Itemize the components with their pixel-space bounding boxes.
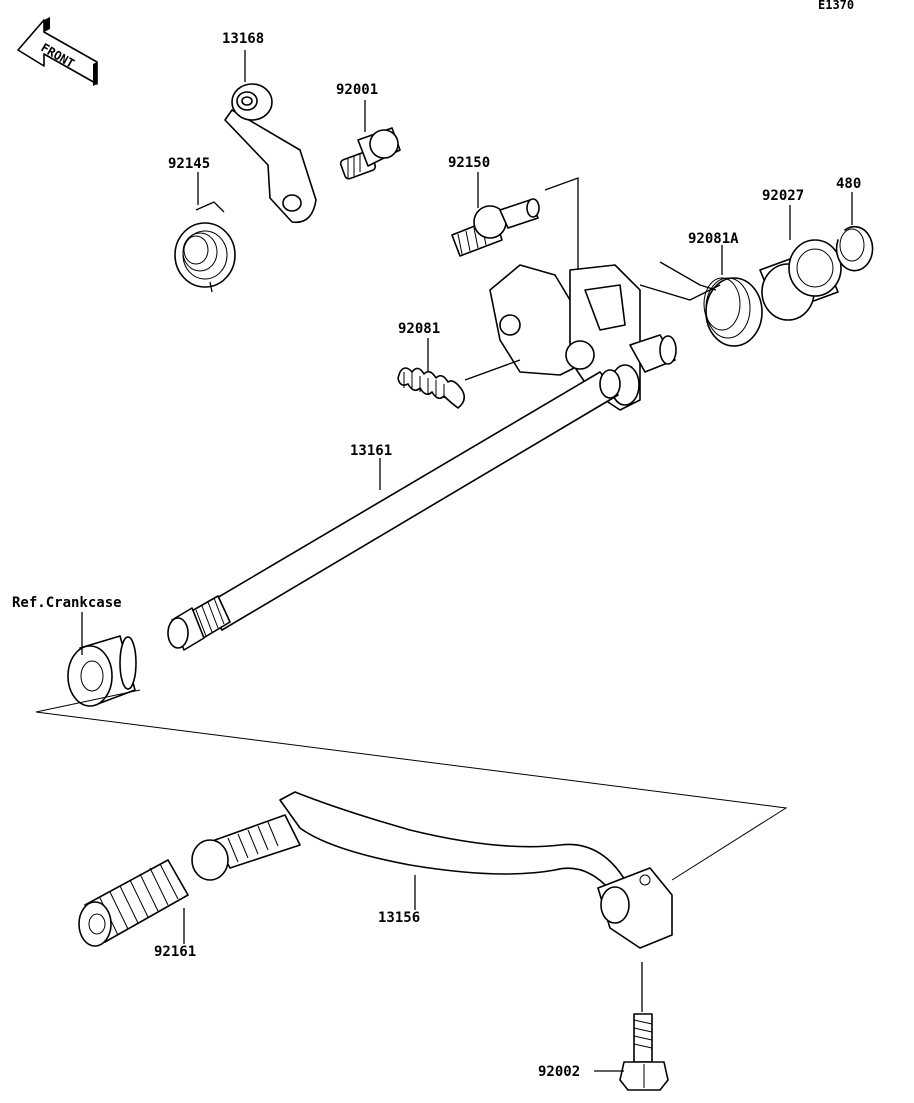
part-480-circlip: [835, 192, 874, 272]
callout-13156: 13156: [378, 910, 420, 926]
part-92027-collar: [759, 205, 842, 321]
callout-92002: 92002: [538, 1064, 580, 1080]
part-13156-shift-pedal: [191, 791, 673, 949]
part-crankcase-seal: [67, 612, 137, 707]
part-92145-spring: [174, 172, 236, 293]
part-92001-bolt: [339, 100, 401, 180]
callout-92161: 92161: [154, 944, 196, 960]
perspective-line-left: [35, 689, 141, 713]
diagram-id: E1370: [818, 0, 854, 12]
callout-ref-crankcase: Ref.Crankcase: [12, 595, 122, 611]
callout-92001: 92001: [336, 82, 378, 98]
part-92150-stud: [451, 172, 540, 257]
callout-92145: 92145: [168, 156, 210, 172]
callout-92027: 92027: [762, 188, 804, 204]
callout-92081A: 92081A: [688, 231, 739, 247]
callout-13168: 13168: [222, 31, 264, 47]
callout-92081: 92081: [398, 321, 440, 337]
part-92161-pedal-rubber: [78, 859, 189, 947]
part-13161-shift-shaft: [167, 369, 621, 651]
front-arrow-icon: FRONT: [17, 17, 98, 86]
part-13168-shift-link: [224, 50, 317, 224]
part-shift-plate-assembly: [489, 177, 677, 411]
callout-13161: 13161: [350, 443, 392, 459]
part-92081A-spring: [639, 245, 763, 347]
part-92002-bolt: [594, 962, 669, 1091]
callout-480: 480: [836, 176, 861, 192]
perspective-line-right: [35, 711, 788, 881]
part-92081-spring: [397, 338, 521, 409]
callout-92150: 92150: [448, 155, 490, 171]
